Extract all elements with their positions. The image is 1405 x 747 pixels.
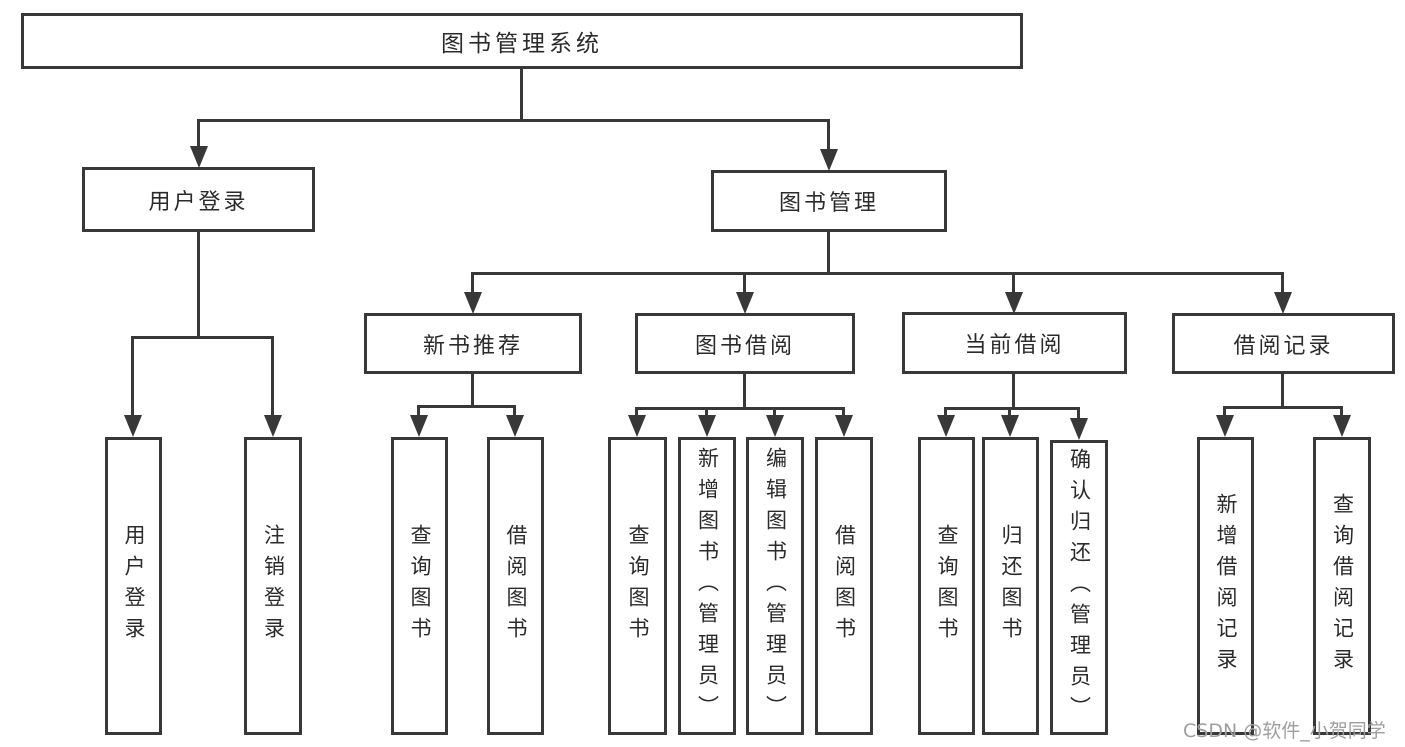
leaf-edit-books-admin-label: 编辑图书（管理员）	[763, 446, 788, 726]
arrow-down-icon	[124, 415, 142, 437]
leaf-query-books-3-label: 查询图书	[935, 524, 959, 648]
connector-user-login-stub	[197, 232, 200, 339]
leaf-logout: 注销登录	[244, 437, 302, 735]
arrow-down-icon	[264, 415, 282, 437]
leaf-add-books-admin-label: 新增图书（管理员）	[695, 446, 720, 726]
node-book-borrow: 图书借阅	[635, 313, 855, 374]
csdn-watermark: CSDN @软件_小贺同学	[1183, 720, 1386, 742]
leaf-return-books-label: 归还图书	[999, 524, 1023, 648]
connector-leaf-drop	[513, 405, 516, 417]
node-book-management-label: 图书管理	[778, 191, 879, 216]
connector-current-borrow-stub	[1012, 374, 1015, 410]
leaf-logout-label: 注销登录	[261, 524, 286, 648]
leaf-query-books-3: 查询图书	[918, 437, 975, 735]
leaf-query-borrow-record: 查询借阅记录	[1313, 437, 1371, 735]
connector-level3-rail	[471, 272, 1284, 275]
connector-new-book-recommend-rail	[417, 405, 516, 408]
arrow-down-icon	[1070, 418, 1088, 440]
arrow-down-icon	[1005, 292, 1023, 314]
arrow-down-icon	[628, 415, 646, 437]
arrow-down-icon	[835, 415, 853, 437]
leaf-add-borrow-record: 新增借阅记录	[1197, 437, 1254, 735]
node-user-login: 用户登录	[82, 167, 315, 232]
arrow-down-icon	[1333, 415, 1351, 437]
connector-level3-drop	[1281, 272, 1284, 294]
connector-borrow-records-rail	[1223, 406, 1343, 409]
connector-leaf-drop	[1340, 406, 1343, 417]
connector-leaf-drop	[705, 407, 708, 417]
node-new-book-recommend: 新书推荐	[364, 313, 582, 374]
arrow-down-icon	[506, 415, 524, 437]
leaf-query-books-2: 查询图书	[608, 437, 667, 735]
arrow-down-icon	[766, 415, 784, 437]
arrow-down-icon	[698, 415, 716, 437]
leaf-borrow-books-1-label: 借阅图书	[504, 524, 528, 648]
connector-leaf-drop	[1077, 407, 1080, 420]
arrow-down-icon	[820, 149, 838, 171]
connector-leaf-drop	[1223, 406, 1226, 417]
connector-leaf-drop	[773, 407, 776, 417]
arrow-down-icon	[410, 415, 428, 437]
leaf-user-login: 用户登录	[105, 437, 162, 735]
node-borrow-records-label: 借阅记录	[1233, 333, 1334, 359]
leaf-add-books-admin: 新增图书（管理员）	[678, 437, 736, 735]
arrow-down-icon	[1001, 415, 1019, 437]
leaf-query-books-2-label: 查询图书	[626, 524, 650, 648]
node-current-borrow-label: 当前借阅	[964, 333, 1065, 358]
connector-leaf-drop	[635, 407, 638, 417]
connector-user-login-drop	[197, 119, 200, 148]
node-book-management: 图书管理	[711, 170, 947, 232]
connector-level3-drop	[743, 272, 746, 294]
node-borrow-records: 借阅记录	[1172, 313, 1395, 374]
node-book-borrow-label: 图书借阅	[694, 333, 795, 359]
leaf-edit-books-admin: 编辑图书（管理员）	[746, 437, 804, 735]
node-user-login-label: 用户登录	[148, 189, 249, 215]
connector-leaf-drop	[842, 407, 845, 417]
connector-level2-rail	[197, 119, 830, 122]
connector-leaf-drop	[131, 336, 134, 417]
node-root: 图书管理系统	[21, 13, 1023, 69]
connector-book-management-stub	[827, 232, 830, 274]
arrow-down-icon	[937, 415, 955, 437]
arrow-down-icon	[190, 146, 208, 168]
connector-leaf-drop	[417, 405, 420, 417]
leaf-borrow-books-2-label: 借阅图书	[832, 524, 857, 648]
connector-leaf-drop	[1008, 407, 1011, 417]
node-root-label: 图书管理系统	[441, 31, 603, 57]
connector-borrow-records-stub	[1281, 374, 1284, 409]
leaf-query-books-1-label: 查询图书	[408, 524, 432, 648]
connector-new-book-recommend-stub	[471, 374, 474, 408]
leaf-add-borrow-record-label: 新增借阅记录	[1214, 493, 1238, 679]
node-new-book-recommend-label: 新书推荐	[422, 333, 523, 359]
connector-current-borrow-rail	[944, 407, 1080, 410]
connector-book-management-drop	[827, 119, 830, 150]
connector-leaf-drop	[944, 407, 947, 417]
connector-level3-drop	[1012, 272, 1015, 294]
leaf-return-books: 归还图书	[982, 437, 1039, 735]
leaf-confirm-return-admin-label: 确认归还（管理员）	[1067, 448, 1092, 727]
connector-user-login-rail	[131, 336, 274, 339]
connector-book-borrow-stub	[743, 374, 746, 410]
arrow-down-icon	[464, 292, 482, 314]
leaf-query-borrow-record-label: 查询借阅记录	[1330, 493, 1355, 679]
arrow-down-icon	[1274, 292, 1292, 314]
leaf-borrow-books-2: 借阅图书	[815, 437, 873, 735]
connector-root-stub	[520, 67, 523, 122]
leaf-borrow-books-1: 借阅图书	[487, 437, 544, 735]
connector-leaf-drop	[271, 336, 274, 417]
leaf-confirm-return-admin: 确认归还（管理员）	[1050, 440, 1108, 735]
arrow-down-icon	[736, 292, 754, 314]
leaf-query-books-1: 查询图书	[391, 437, 448, 735]
arrow-down-icon	[1216, 415, 1234, 437]
leaf-user-login-label: 用户登录	[122, 524, 146, 648]
connector-level3-drop	[471, 272, 474, 294]
node-current-borrow: 当前借阅	[902, 312, 1127, 374]
connector-book-borrow-rail	[635, 407, 845, 410]
